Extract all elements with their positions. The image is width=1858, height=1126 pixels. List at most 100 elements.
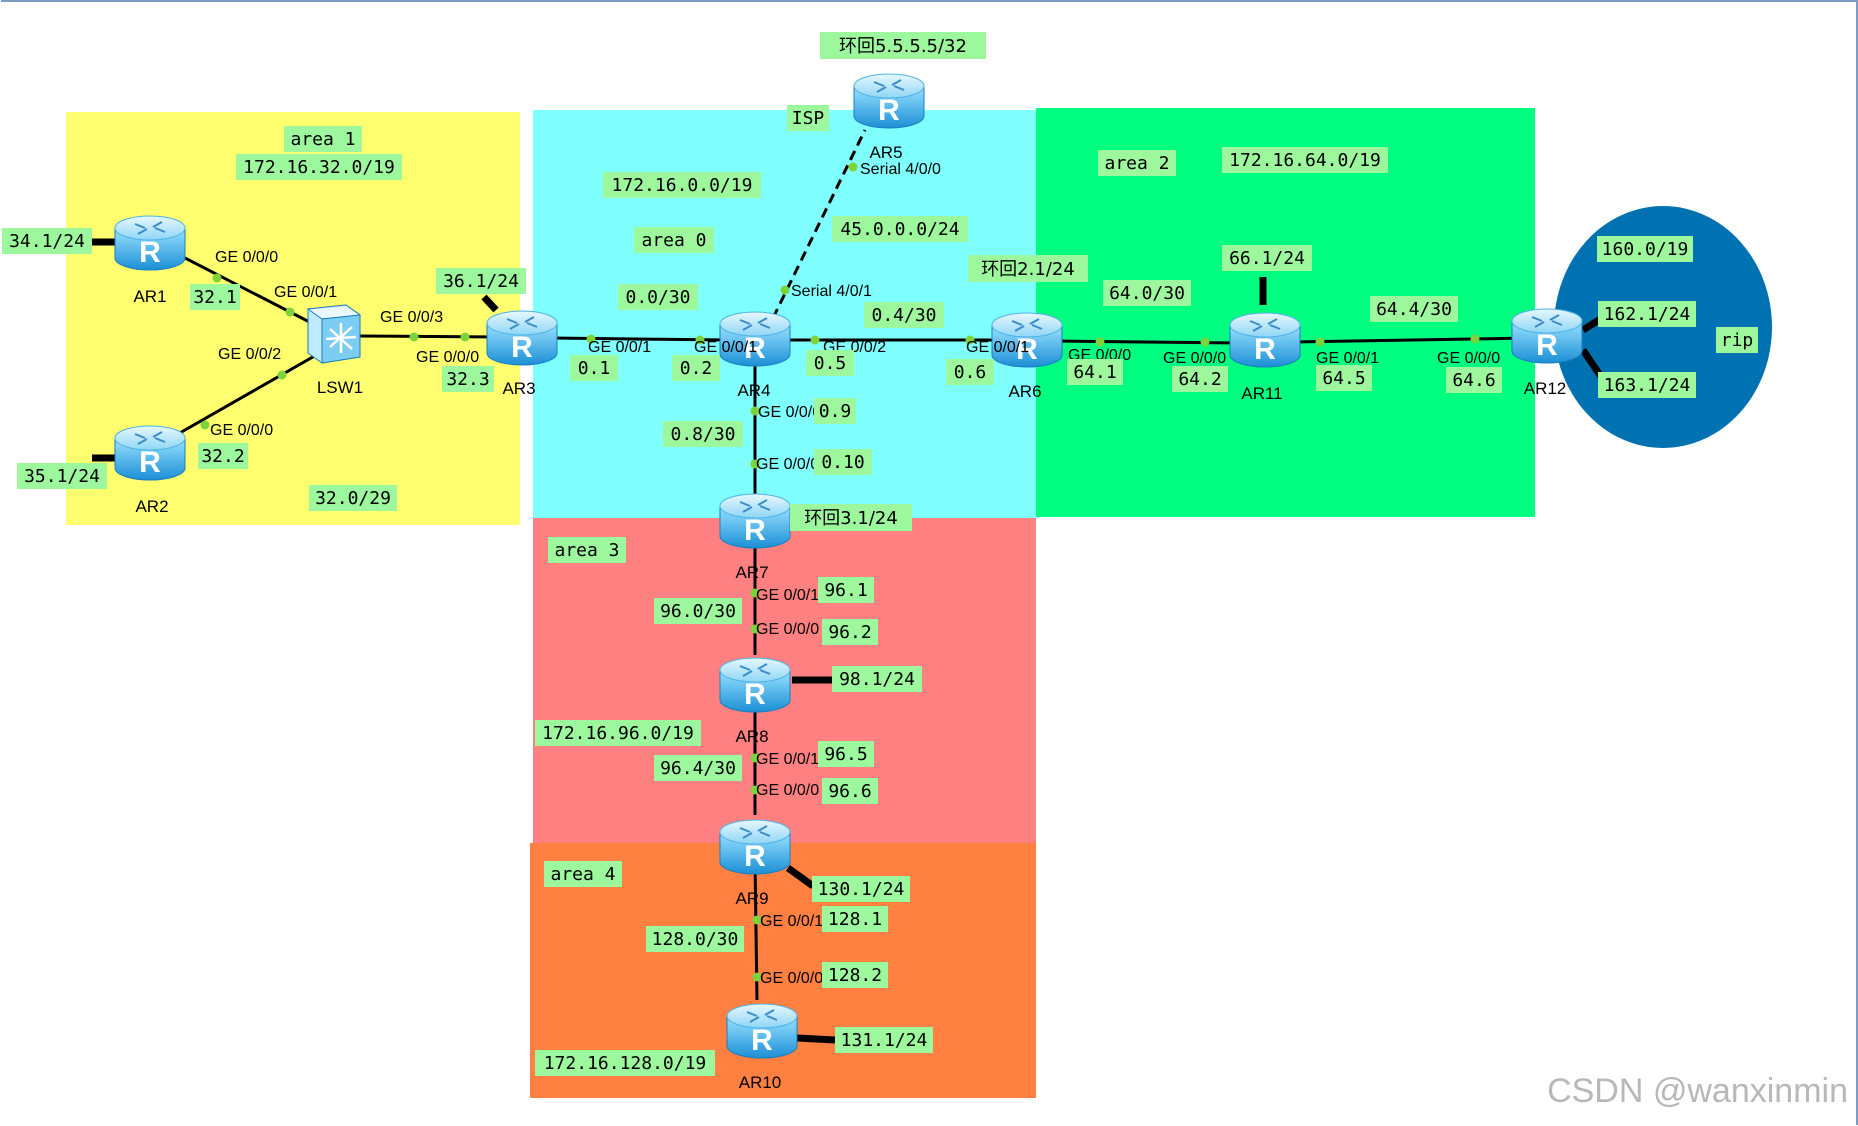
tag-ar9-ip-ar10: 128.1 <box>822 906 888 932</box>
port-dots <box>200 162 1480 982</box>
tag-ar3-ip-lan: 32.3 <box>442 366 494 392</box>
device-name-ar7: AR7 <box>735 563 768 582</box>
tag-ar9-loop: 130.1/24 <box>812 876 910 902</box>
stub-ar3 <box>481 294 499 313</box>
svg-text:131.1/24: 131.1/24 <box>841 1030 928 1051</box>
device-name-ar1: AR1 <box>133 287 166 306</box>
tag-net-ar8-ar9: 96.4/30 <box>654 755 742 781</box>
svg-text:ISP: ISP <box>792 108 825 129</box>
svg-text:64.6: 64.6 <box>1452 370 1495 391</box>
tag-rip-net3: 163.1/24 <box>1598 372 1696 398</box>
port-label-ar9-ge000: GE 0/0/0 <box>756 782 819 799</box>
port-dot <box>752 972 762 982</box>
tag-ar11-loop: 66.1/24 <box>1222 245 1312 271</box>
switch-lsw1-icon[interactable] <box>306 303 362 365</box>
tag-area4-prefix: 172.16.128.0/19 <box>535 1050 715 1076</box>
port-label-lsw1-ge003: GE 0/0/3 <box>380 309 443 326</box>
svg-text:area 4: area 4 <box>550 864 615 885</box>
device-name-ar8: AR8 <box>735 727 768 746</box>
port-dot <box>212 273 222 283</box>
tag-net-ar6-ar11: 64.0/30 <box>1103 280 1191 306</box>
tag-net-ar4-ar7: 0.8/30 <box>663 421 743 447</box>
tag-area0-prefix: 172.16.0.0/19 <box>603 172 761 198</box>
router-ar8-icon[interactable] <box>719 657 791 713</box>
link-ar11-ar12 <box>1291 336 1531 344</box>
port-dot <box>1470 334 1480 344</box>
svg-text:96.0/30: 96.0/30 <box>660 601 736 622</box>
tag-area1: area 1 <box>284 126 362 152</box>
port-dot <box>460 332 470 342</box>
router-ar11-icon[interactable] <box>1229 312 1301 368</box>
svg-text:64.5: 64.5 <box>1322 368 1365 389</box>
port-label-ar12-ge000: GE 0/0/0 <box>1437 350 1500 367</box>
port-dot <box>780 285 790 295</box>
tag-lan-net: 32.0/29 <box>309 485 397 511</box>
tag-area1-prefix: 172.16.32.0/19 <box>236 154 402 180</box>
svg-text:130.1/24: 130.1/24 <box>818 879 905 900</box>
tag-net-ar9-ar10: 128.0/30 <box>646 926 744 952</box>
port-label-ar9-ge001: GE 0/0/1 <box>760 913 823 930</box>
device-names: AR1 AR2 LSW1 AR3 AR4 AR5 AR6 AR11 AR12 A… <box>133 143 1566 1092</box>
svg-text:172.16.64.0/19: 172.16.64.0/19 <box>1229 150 1381 171</box>
tag-ar2-loop: 35.1/24 <box>17 463 107 489</box>
svg-text:45.0.0.0/24: 45.0.0.0/24 <box>840 219 959 240</box>
tag-ar6-ip: 64.1 <box>1067 359 1123 385</box>
svg-text:160.0/19: 160.0/19 <box>1602 239 1689 260</box>
port-dot <box>200 420 210 430</box>
stub-ar10 <box>796 1034 836 1044</box>
svg-text:64.2: 64.2 <box>1178 369 1221 390</box>
svg-text:0.10: 0.10 <box>821 452 864 473</box>
svg-text:172.16.0.0/19: 172.16.0.0/19 <box>612 175 753 196</box>
port-label-ar3-ge000: GE 0/0/0 <box>416 349 479 366</box>
tag-net-ar4-ar6: 0.4/30 <box>864 302 944 328</box>
device-name-ar6: AR6 <box>1008 382 1041 401</box>
router-ar9-icon[interactable] <box>719 819 791 875</box>
port-dot <box>848 162 858 172</box>
tag-ar1-ip: 32.1 <box>190 284 240 310</box>
svg-text:0.4/30: 0.4/30 <box>871 305 936 326</box>
router-ar12-icon[interactable] <box>1511 308 1583 364</box>
svg-text:128.0/30: 128.0/30 <box>652 929 739 950</box>
router-ar3-icon[interactable] <box>486 310 558 366</box>
device-name-ar11: AR11 <box>1241 384 1282 403</box>
port-dot <box>750 785 760 795</box>
device-name-ar10: AR10 <box>739 1073 782 1092</box>
tag-ar7-ip-ar8: 96.1 <box>818 577 874 603</box>
svg-text:172.16.32.0/19: 172.16.32.0/19 <box>243 157 395 178</box>
device-name-ar9: AR9 <box>735 889 768 908</box>
port-dot <box>750 753 760 763</box>
svg-text:35.1/24: 35.1/24 <box>24 466 100 487</box>
svg-text:area 3: area 3 <box>554 540 619 561</box>
port-label-ar10-ge000: GE 0/0/0 <box>760 970 823 987</box>
tag-area3: area 3 <box>548 537 626 563</box>
port-label-ar4-ge000: GE 0/0/0 <box>758 404 821 421</box>
router-ar5-icon[interactable] <box>853 73 925 129</box>
port-dot <box>409 332 419 342</box>
port-dot <box>1200 337 1210 347</box>
tag-ar12-ip: 64.6 <box>1446 367 1502 393</box>
port-label-ar1-ge000: GE 0/0/0 <box>215 249 278 266</box>
tag-ar8-loop: 98.1/24 <box>832 666 922 692</box>
svg-text:64.4/30: 64.4/30 <box>1376 299 1452 320</box>
device-name-ar4: AR4 <box>737 381 770 400</box>
router-ar1-icon[interactable] <box>114 215 186 271</box>
svg-text:area 1: area 1 <box>290 129 355 150</box>
port-dot <box>1315 337 1325 347</box>
port-dot <box>810 335 820 345</box>
svg-text:64.1: 64.1 <box>1073 362 1116 383</box>
svg-text:96.6: 96.6 <box>828 781 871 802</box>
svg-text:96.2: 96.2 <box>828 622 871 643</box>
svg-text:area 2: area 2 <box>1104 153 1169 174</box>
tag-ar10-ip-ar9: 128.2 <box>822 962 888 988</box>
router-ar10-icon[interactable] <box>726 1003 798 1059</box>
router-ar7-icon[interactable] <box>719 493 791 549</box>
tag-net-ar7-ar8: 96.0/30 <box>654 598 742 624</box>
tag-area0: area 0 <box>634 227 714 253</box>
tag-ar6-loop: 环回2.1/24 <box>968 255 1088 282</box>
router-ar2-icon[interactable] <box>114 425 186 481</box>
tag-ar7-loop: 环回3.1/24 <box>790 504 912 531</box>
svg-text:环回3.1/24: 环回3.1/24 <box>804 508 898 529</box>
tag-ar11-ip-ar6: 64.2 <box>1172 366 1228 392</box>
